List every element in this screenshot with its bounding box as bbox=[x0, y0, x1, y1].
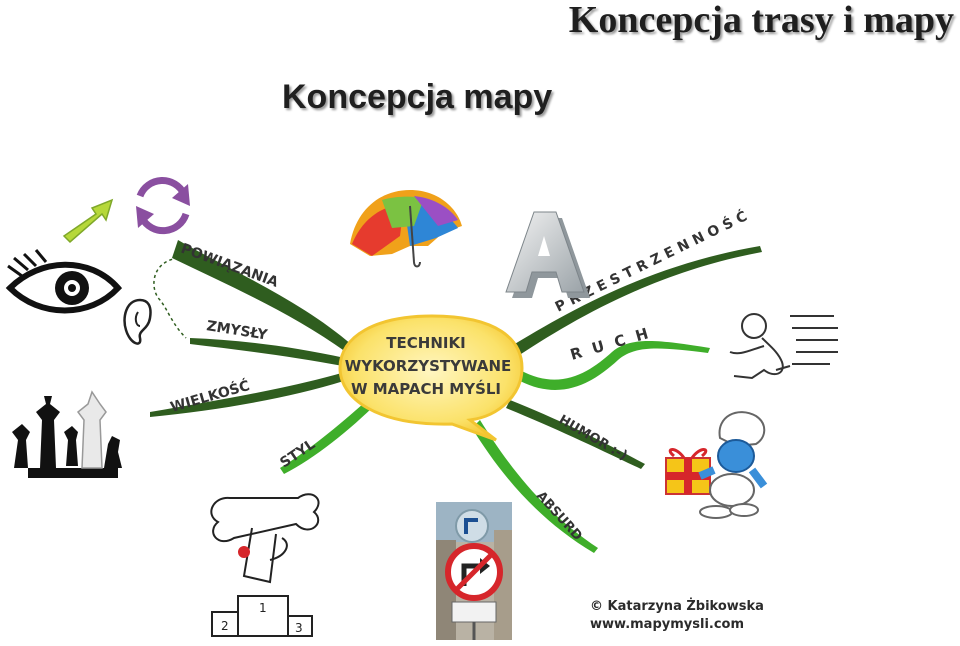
credit-website[interactable]: www.mapymysli.com bbox=[590, 617, 745, 632]
no-turn-sign-photo bbox=[436, 502, 512, 640]
cat-pedestal-icon: 1 2 3 bbox=[210, 493, 320, 637]
pedestal-number-1: 1 bbox=[259, 601, 267, 615]
label-humor: HUMOR :-) bbox=[556, 412, 630, 463]
slide-title: Koncepcja trasy i mapy bbox=[568, 0, 954, 41]
branch-zmysly bbox=[190, 338, 345, 366]
branch-styl bbox=[280, 396, 378, 474]
center-line-2: WYKORZYSTYWANE bbox=[345, 357, 512, 375]
center-bubble: TECHNIKI WYKORZYSTYWANE W MAPACH MYŚLI bbox=[338, 314, 524, 442]
dashed-connector bbox=[153, 257, 187, 339]
credit-block: © Katarzyna Żbikowska www.mapymysli.com bbox=[590, 598, 764, 634]
branch-przestrzennosc bbox=[505, 246, 762, 360]
smurf-with-gift-icon bbox=[665, 411, 768, 519]
eye-icon bbox=[5, 249, 123, 314]
branch-powiazania bbox=[172, 240, 352, 352]
umbrella-icon bbox=[350, 190, 462, 268]
credit-author: © Katarzyna Żbikowska bbox=[590, 599, 764, 614]
trend-arrow-icon bbox=[62, 198, 114, 244]
label-wielkosc: WIELKOŚĆ bbox=[168, 376, 251, 416]
pedestal-number-2: 2 bbox=[221, 619, 229, 633]
pedestal-number-3: 3 bbox=[295, 621, 303, 635]
running-man-icon bbox=[729, 313, 838, 380]
label-absurd: ABSURD bbox=[533, 489, 585, 544]
branch-humor bbox=[506, 400, 645, 469]
ear-icon bbox=[123, 298, 152, 345]
branches bbox=[150, 240, 762, 553]
chess-pieces-icon bbox=[12, 390, 122, 478]
branch-ruch bbox=[518, 341, 710, 390]
slide-subtitle: Koncepcja mapy bbox=[282, 78, 553, 116]
center-line-3: W MAPACH MYŚLI bbox=[351, 379, 501, 398]
cycle-arrows-icon bbox=[136, 177, 190, 235]
letter-a-text: A bbox=[0, 0, 1, 1]
letter-a-icon: A bbox=[0, 0, 590, 298]
center-line-1: TECHNIKI bbox=[386, 334, 465, 352]
branch-wielkosc bbox=[150, 372, 347, 417]
